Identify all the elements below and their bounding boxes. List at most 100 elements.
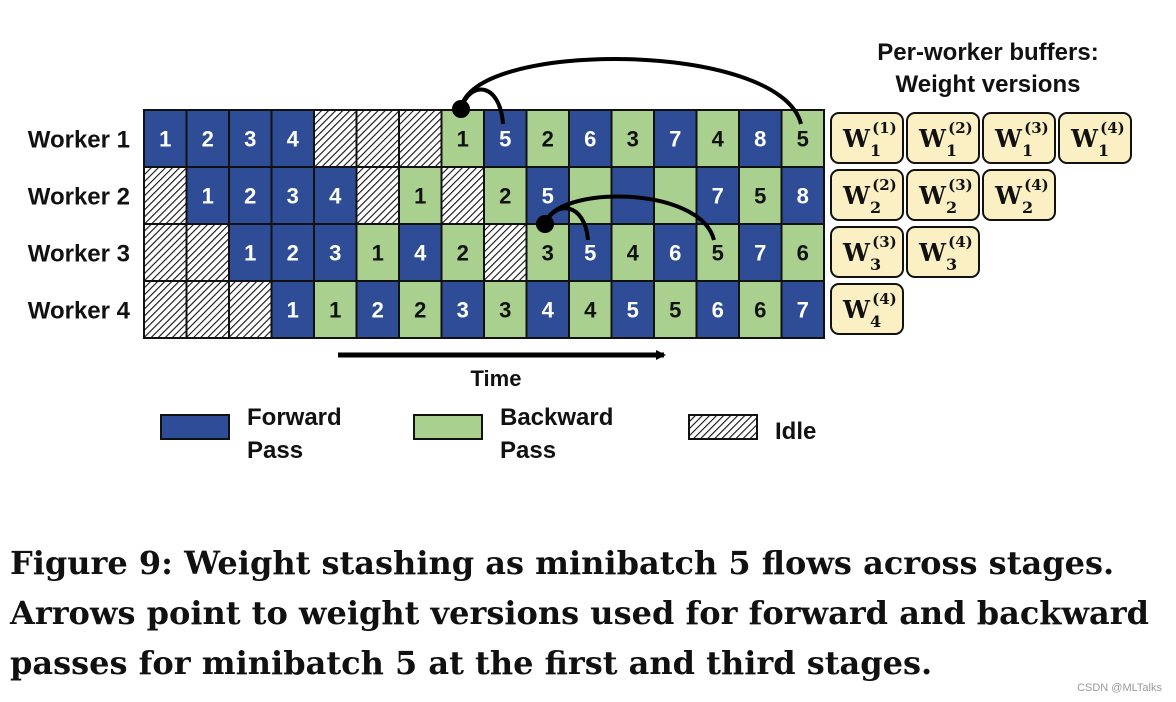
minibatch-number: 1 (457, 127, 469, 152)
backward-pass-cell: 4 (610, 223, 655, 282)
minibatch-number: 6 (584, 127, 596, 152)
weight-version-box: W3(3) (830, 226, 904, 278)
weight-version-label: W1(3) (994, 119, 1049, 160)
buffers-subtitle: Weight versions (896, 71, 1081, 98)
forward-pass-cell: 1 (228, 223, 273, 282)
stash-arrow-worker-3 (536, 194, 716, 241)
forward-pass-cell: 3 (313, 223, 358, 282)
worker-label: Worker 1 (28, 127, 130, 154)
minibatch-number: 4 (329, 184, 342, 209)
minibatch-number: 6 (754, 298, 766, 323)
backward-pass-cell: 6 (738, 280, 783, 339)
backward-pass-cell (653, 166, 698, 225)
weight-version-box: W2(2) (830, 169, 904, 221)
forward-pass-cell: 6 (568, 109, 613, 168)
minibatch-number: 5 (797, 127, 809, 152)
forward-pass-cell: 8 (780, 166, 825, 225)
forward-pass-cell: 5 (483, 109, 528, 168)
forward-pass-cell: 2 (185, 109, 230, 168)
forward-pass-cell: 2 (228, 166, 273, 225)
forward-pass-cell: 2 (355, 280, 400, 339)
weight-version-box: W4(4) (830, 283, 904, 335)
minibatch-number: 4 (584, 298, 597, 323)
forward-pass-cell: 3 (440, 280, 485, 339)
backward-pass-cell: 2 (440, 223, 485, 282)
forward-pass-cell: 4 (313, 166, 358, 225)
minibatch-number: 1 (329, 298, 341, 323)
minibatch-number: 4 (542, 298, 555, 323)
weight-version-label: W2(2) (842, 176, 897, 217)
idle-pass-cell (483, 223, 528, 282)
figure-caption: Figure 9: Weight stashing as minibatch 5… (10, 544, 1149, 682)
worker-label: Worker 3 (28, 241, 130, 268)
backward-pass-cell: 2 (525, 109, 570, 168)
weight-version-box: W1(4) (1058, 112, 1132, 164)
backward-pass-cell: 5 (695, 223, 740, 282)
backward-pass-cell: 2 (483, 166, 528, 225)
legend-item-idle: Idle (688, 414, 816, 445)
minibatch-number: 1 (372, 241, 384, 266)
weight-version-box: W2(4) (982, 169, 1056, 221)
backward-pass-cell: 5 (738, 166, 783, 225)
forward-pass-cell: 3 (270, 166, 315, 225)
forward-pass-cell: 1 (185, 166, 230, 225)
forward-pass-cell: 4 (270, 109, 315, 168)
forward-pass-cell: 4 (398, 223, 443, 282)
forward-pass-cell: 5 (568, 223, 613, 282)
minibatch-number: 3 (499, 298, 511, 323)
minibatch-number: 5 (627, 298, 639, 323)
minibatch-number: 2 (414, 298, 426, 323)
worker-label: Worker 2 (28, 184, 130, 211)
weight-version-box: W1(2) (906, 112, 980, 164)
minibatch-number: 5 (669, 298, 681, 323)
backward-pass-cell: 1 (398, 166, 443, 225)
weight-version-label: W3(3) (842, 233, 897, 274)
idle-pass-cell (143, 280, 188, 339)
minibatch-number: 3 (329, 241, 341, 266)
legend-label: Forward (247, 404, 342, 431)
minibatch-number: 6 (669, 241, 681, 266)
minibatch-number: 8 (754, 127, 766, 152)
backward-pass-cell: 3 (525, 223, 570, 282)
minibatch-number: 2 (457, 241, 469, 266)
minibatch-number: 6 (797, 241, 809, 266)
backward-pass-cell: 5 (780, 109, 825, 168)
backward-pass-cell: 1 (440, 109, 485, 168)
minibatch-number: 2 (372, 298, 384, 323)
weight-version-box: W3(4) (906, 226, 980, 278)
minibatch-number: 3 (627, 127, 639, 152)
forward-pass-cell: 2 (270, 223, 315, 282)
forward-pass-cell: 5 (610, 280, 655, 339)
forward-pass-cell: 7 (780, 280, 825, 339)
weight-buffers: Per-worker buffers:Weight versionsW1(1)W… (830, 39, 1132, 335)
minibatch-number: 3 (457, 298, 469, 323)
minibatch-number: 5 (584, 241, 596, 266)
minibatch-number: 8 (797, 184, 809, 209)
minibatch-number: 4 (414, 241, 427, 266)
backward-pass-cell: 3 (483, 280, 528, 339)
weight-version-box: W2(3) (906, 169, 980, 221)
forward-pass-cell: 7 (653, 109, 698, 168)
minibatch-number: 7 (797, 298, 809, 323)
weight-version-label: W1(4) (1070, 119, 1125, 160)
stash-origin-dot (452, 100, 470, 118)
stash-origin-dot (536, 215, 554, 233)
weight-version-label: W3(4) (918, 233, 973, 274)
minibatch-number: 7 (712, 184, 724, 209)
idle-pass-cell (185, 280, 230, 339)
backward-pass-cell: 4 (695, 109, 740, 168)
minibatch-number: 3 (287, 184, 299, 209)
backward-pass-cell: 6 (780, 223, 825, 282)
worker-label: Worker 4 (28, 298, 131, 325)
minibatch-number: 3 (542, 241, 554, 266)
legend-swatch (413, 414, 483, 440)
minibatch-number: 6 (712, 298, 724, 323)
forward-pass-cell: 7 (738, 223, 783, 282)
forward-pass-cell: 7 (695, 166, 740, 225)
backward-pass-cell: 1 (313, 280, 358, 339)
minibatch-number: 5 (754, 184, 766, 209)
legend-label: Idle (775, 418, 816, 445)
